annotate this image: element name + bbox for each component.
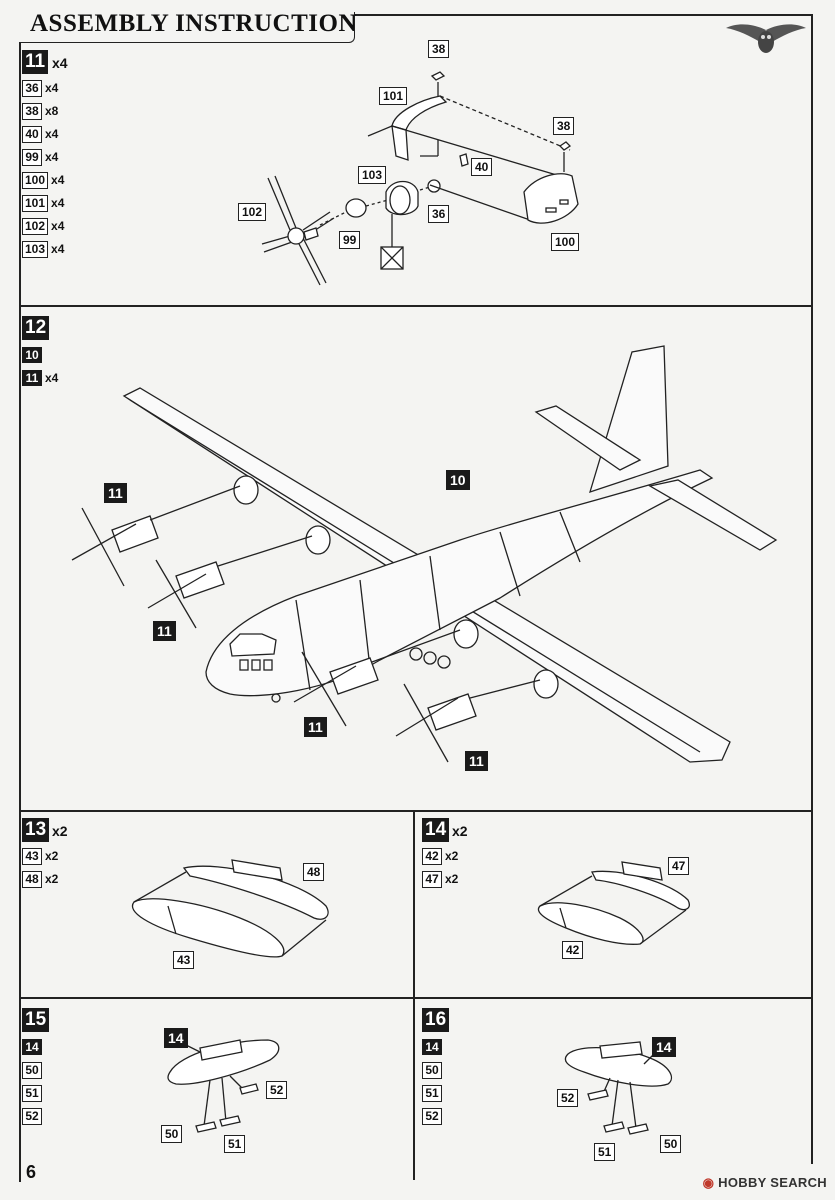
- page-number: 6: [26, 1162, 37, 1182]
- divider-13-15: [19, 997, 812, 999]
- callout-52: 52: [557, 1089, 579, 1107]
- callout-101: 101: [379, 87, 408, 105]
- callout-38: 38: [553, 117, 575, 135]
- part-list-item: 14: [22, 1038, 42, 1056]
- callout-40: 40: [471, 158, 493, 176]
- step-13-number: 13: [22, 818, 50, 842]
- callout-48: 48: [303, 863, 325, 881]
- page-title: ASSEMBLY INSTRUCTION: [30, 10, 357, 37]
- part-list-item: 50: [22, 1061, 42, 1079]
- owl-logo-icon: [726, 24, 806, 53]
- step-11-engine-diagram: [261, 71, 579, 286]
- callout-52: 52: [266, 1081, 288, 1099]
- callout-10: 10: [446, 470, 470, 490]
- callout-50: 50: [660, 1135, 682, 1153]
- top-border: [354, 14, 812, 16]
- divider-12-13: [19, 810, 812, 812]
- title-frame: [20, 12, 355, 43]
- callout-11: 11: [465, 751, 488, 771]
- step-14-number: 14: [422, 818, 450, 842]
- callout-51: 51: [594, 1143, 616, 1161]
- callout-103: 103: [358, 166, 387, 184]
- callout-100: 100: [551, 233, 580, 251]
- callout-47: 47: [668, 857, 690, 875]
- step-16-number: 16: [422, 1008, 450, 1032]
- callout-50: 50: [161, 1125, 183, 1143]
- callout-14: 14: [652, 1037, 676, 1057]
- hobby-search-logo-icon: ◉: [702, 1175, 715, 1190]
- step-14-multiplier: x2: [452, 823, 468, 839]
- part-list-item: 10: [22, 346, 45, 364]
- callout-51: 51: [224, 1135, 246, 1153]
- step-13-multiplier: x2: [52, 823, 68, 839]
- callout-11: 11: [304, 717, 327, 737]
- part-list-item: 52: [22, 1107, 42, 1125]
- divider-11-12: [19, 305, 812, 307]
- callout-11: 11: [104, 483, 127, 503]
- step-15-number: 15: [22, 1008, 50, 1032]
- part-list-item: 50: [422, 1061, 442, 1079]
- watermark: ◉ HOBBY SEARCH: [702, 1175, 827, 1190]
- callout-102: 102: [238, 203, 267, 221]
- part-list-item: 14: [422, 1038, 442, 1056]
- divider-vertical: [413, 812, 415, 1180]
- callout-11: 11: [153, 621, 176, 641]
- part-list-item: 51: [22, 1084, 42, 1102]
- step-11-multiplier: x4: [52, 55, 68, 71]
- step-11-number: 11: [22, 50, 49, 74]
- callout-36: 36: [428, 205, 450, 223]
- callout-38: 38: [428, 40, 450, 58]
- left-border: [19, 42, 21, 1182]
- callout-14: 14: [164, 1028, 188, 1048]
- part-list-item: 51: [422, 1084, 442, 1102]
- part-list-item: 52: [422, 1107, 442, 1125]
- right-border: [811, 14, 813, 1164]
- callout-42: 42: [562, 941, 584, 959]
- callout-43: 43: [173, 951, 195, 969]
- callout-99: 99: [339, 231, 361, 249]
- step-12-number: 12: [22, 316, 50, 340]
